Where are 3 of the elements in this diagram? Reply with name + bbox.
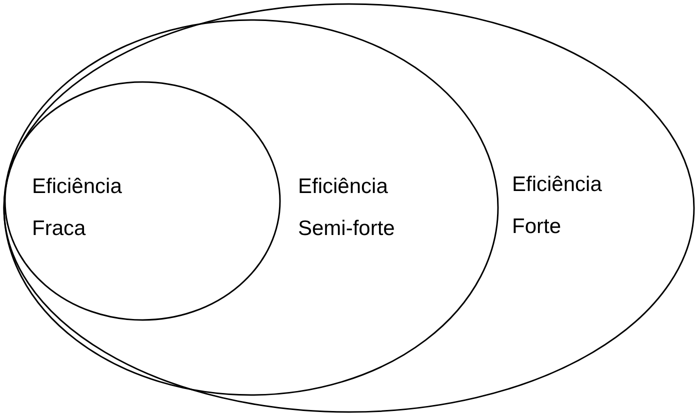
set-label: Eficiência Fraca	[32, 174, 123, 242]
set-label: Eficiência Forte	[512, 172, 603, 240]
set-label: Eficiência Semi-forte	[298, 174, 396, 242]
